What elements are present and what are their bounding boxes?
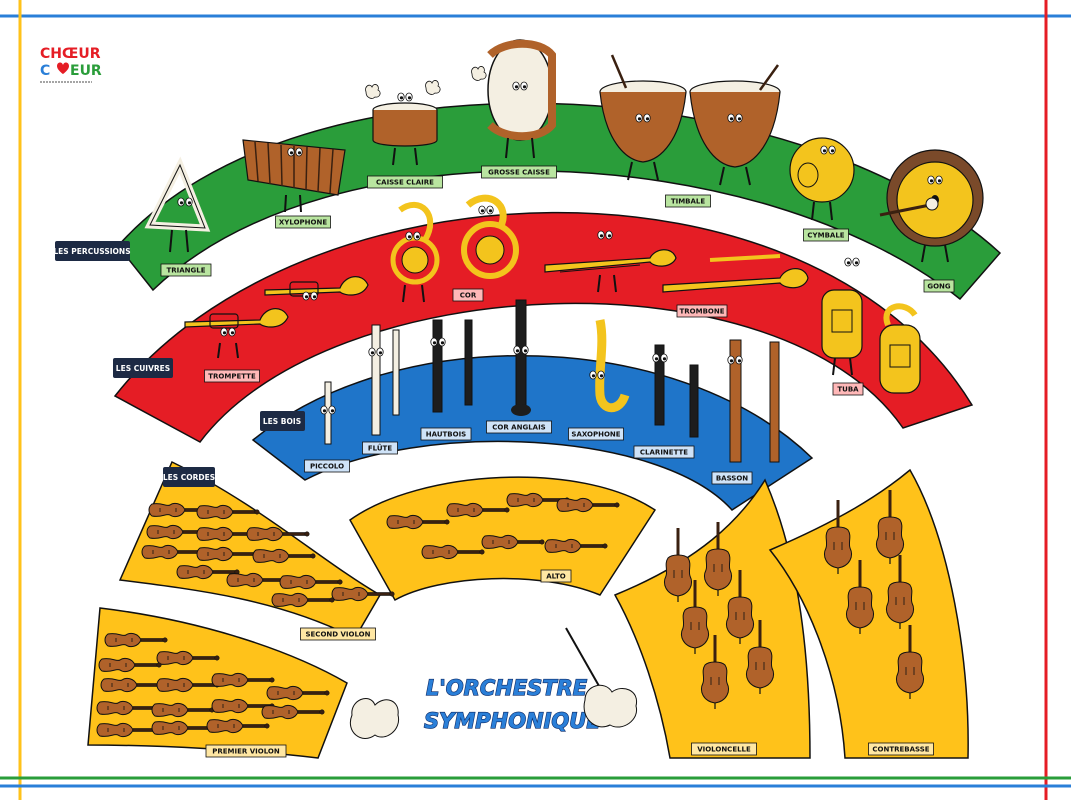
orchestra-title: L'ORCHESTRE SYMPHONIQUE [423, 675, 602, 733]
label-brass-1: COR [452, 288, 484, 302]
gong-character [879, 149, 984, 263]
label-percussion-6-text: GONG [927, 283, 951, 291]
label-woodwinds-4: SAXOPHONE [568, 427, 624, 441]
xylophone-character [242, 139, 346, 213]
piccolo-character [320, 381, 336, 445]
baton-icon [565, 627, 604, 694]
oboe-character [430, 319, 473, 413]
conductor-glove-right [565, 627, 638, 728]
label-strings-1-text: ALTO [546, 573, 565, 581]
label-brass-3: TUBA [832, 382, 864, 396]
label-strings-3-text: VIOLONCELLE [697, 746, 751, 754]
label-brass-1-text: COR [460, 292, 477, 300]
label-percussion-4-text: TIMBALE [671, 198, 706, 206]
tuba-1-character [821, 257, 863, 376]
section-label-woodwinds-text: LES BOIS [263, 417, 301, 426]
brass-band [113, 211, 974, 443]
label-woodwinds-2-text: HAUTBOIS [426, 431, 466, 439]
label-percussion-0-text: TRIANGLE [166, 267, 205, 275]
tuba-2-character [879, 303, 921, 394]
label-strings-4: CONTREBASSE [868, 742, 934, 756]
label-brass-3-text: TUBA [837, 386, 859, 394]
triangle-character [144, 156, 211, 253]
clarinet-character [652, 344, 699, 438]
bass-drum-character [471, 39, 556, 159]
label-percussion-6: GONG [923, 279, 955, 293]
label-woodwinds-2: HAUTBOIS [420, 427, 472, 441]
label-percussion-1-text: XYLOPHONE [279, 219, 327, 227]
label-percussion-3-text: GROSSE CAISSE [488, 169, 550, 177]
label-brass-2-text: TROMBONE [679, 308, 724, 316]
conductor-glove-left [349, 697, 400, 739]
label-percussion-2: CAISSE CLAIRE [367, 175, 443, 189]
title-line1: L'ORCHESTRE [426, 676, 588, 700]
label-percussion-4: TIMBALE [665, 194, 711, 208]
label-woodwinds-1: FLÛTE [362, 441, 398, 455]
instrument-labels: TRIANGLE XYLOPHONE CAISSE CLAIRE GROSSE CAI… [160, 165, 955, 758]
label-woodwinds-0: PICCOLO [304, 459, 350, 473]
flute-character [368, 324, 400, 436]
horn-1-character [390, 201, 440, 303]
section-label-percussion: LES PERCUSSIONS [53, 241, 131, 261]
timpani-2-character [689, 64, 781, 186]
label-brass-0: TROMPETTE [204, 369, 260, 383]
logo-line2-post: EUR [70, 63, 102, 79]
cymbal-character [789, 137, 855, 221]
section-label-woodwinds: LES BOIS [260, 411, 305, 431]
trumpet-lower-character [184, 308, 289, 359]
section-label-percussion-text: LES PERCUSSIONS [53, 247, 130, 256]
trumpet-upper-character [264, 276, 369, 301]
label-percussion-0: TRIANGLE [160, 263, 212, 277]
label-woodwinds-4-text: SAXOPHONE [571, 431, 620, 439]
label-percussion-5-text: CYMBALE [807, 232, 844, 240]
label-strings-4-text: CONTREBASSE [872, 746, 929, 754]
heart-icon [57, 62, 69, 74]
bassoon-character [727, 339, 780, 463]
label-strings-3: VIOLONCELLE [691, 742, 757, 756]
trombone-upper-character [544, 230, 677, 293]
label-brass-2: TROMBONE [676, 304, 728, 318]
label-woodwinds-3-text: COR ANGLAIS [492, 424, 545, 432]
title-line2: SYMPHONIQUE [424, 709, 601, 733]
section-label-brass-text: LES CUIVRES [116, 364, 170, 373]
logo-line1: CHŒUR [40, 46, 101, 62]
logo: CHŒUR C EUR [40, 46, 102, 83]
label-woodwinds-5-text: CLARINETTE [640, 449, 688, 457]
label-strings-0: SECOND VIOLON [300, 627, 376, 641]
label-woodwinds-0-text: PICCOLO [310, 463, 344, 471]
label-woodwinds-1-text: FLÛTE [368, 444, 392, 453]
label-brass-0-text: TROMPETTE [208, 373, 256, 381]
label-woodwinds-6: BASSON [711, 471, 753, 485]
snare-drum-character [365, 80, 441, 166]
logo-line2-pre: C [40, 63, 50, 79]
label-strings-2-text: PREMIER VIOLON [212, 748, 280, 756]
section-label-strings: LES CORDES [163, 467, 215, 487]
label-strings-1: ALTO [540, 569, 572, 583]
label-percussion-5: CYMBALE [803, 228, 849, 242]
label-strings-0-text: SECOND VIOLON [305, 631, 370, 639]
label-woodwinds-3: COR ANGLAIS [486, 420, 552, 434]
label-percussion-3: GROSSE CAISSE [481, 165, 557, 179]
label-woodwinds-6-text: BASSON [716, 475, 748, 483]
label-woodwinds-5: CLARINETTE [633, 445, 695, 459]
label-strings-2: PREMIER VIOLON [205, 744, 287, 758]
saxophone-character [589, 319, 630, 413]
label-percussion-2-text: CAISSE CLAIRE [376, 179, 434, 187]
section-label-brass: LES CUIVRES [113, 358, 173, 378]
english-horn-character [511, 299, 531, 416]
horn-2-character [461, 194, 519, 279]
timpani-1-character [599, 54, 687, 181]
label-percussion-1: XYLOPHONE [275, 215, 331, 229]
section-label-strings-text: LES CORDES [163, 473, 215, 482]
trombone-lower-character [662, 254, 809, 293]
